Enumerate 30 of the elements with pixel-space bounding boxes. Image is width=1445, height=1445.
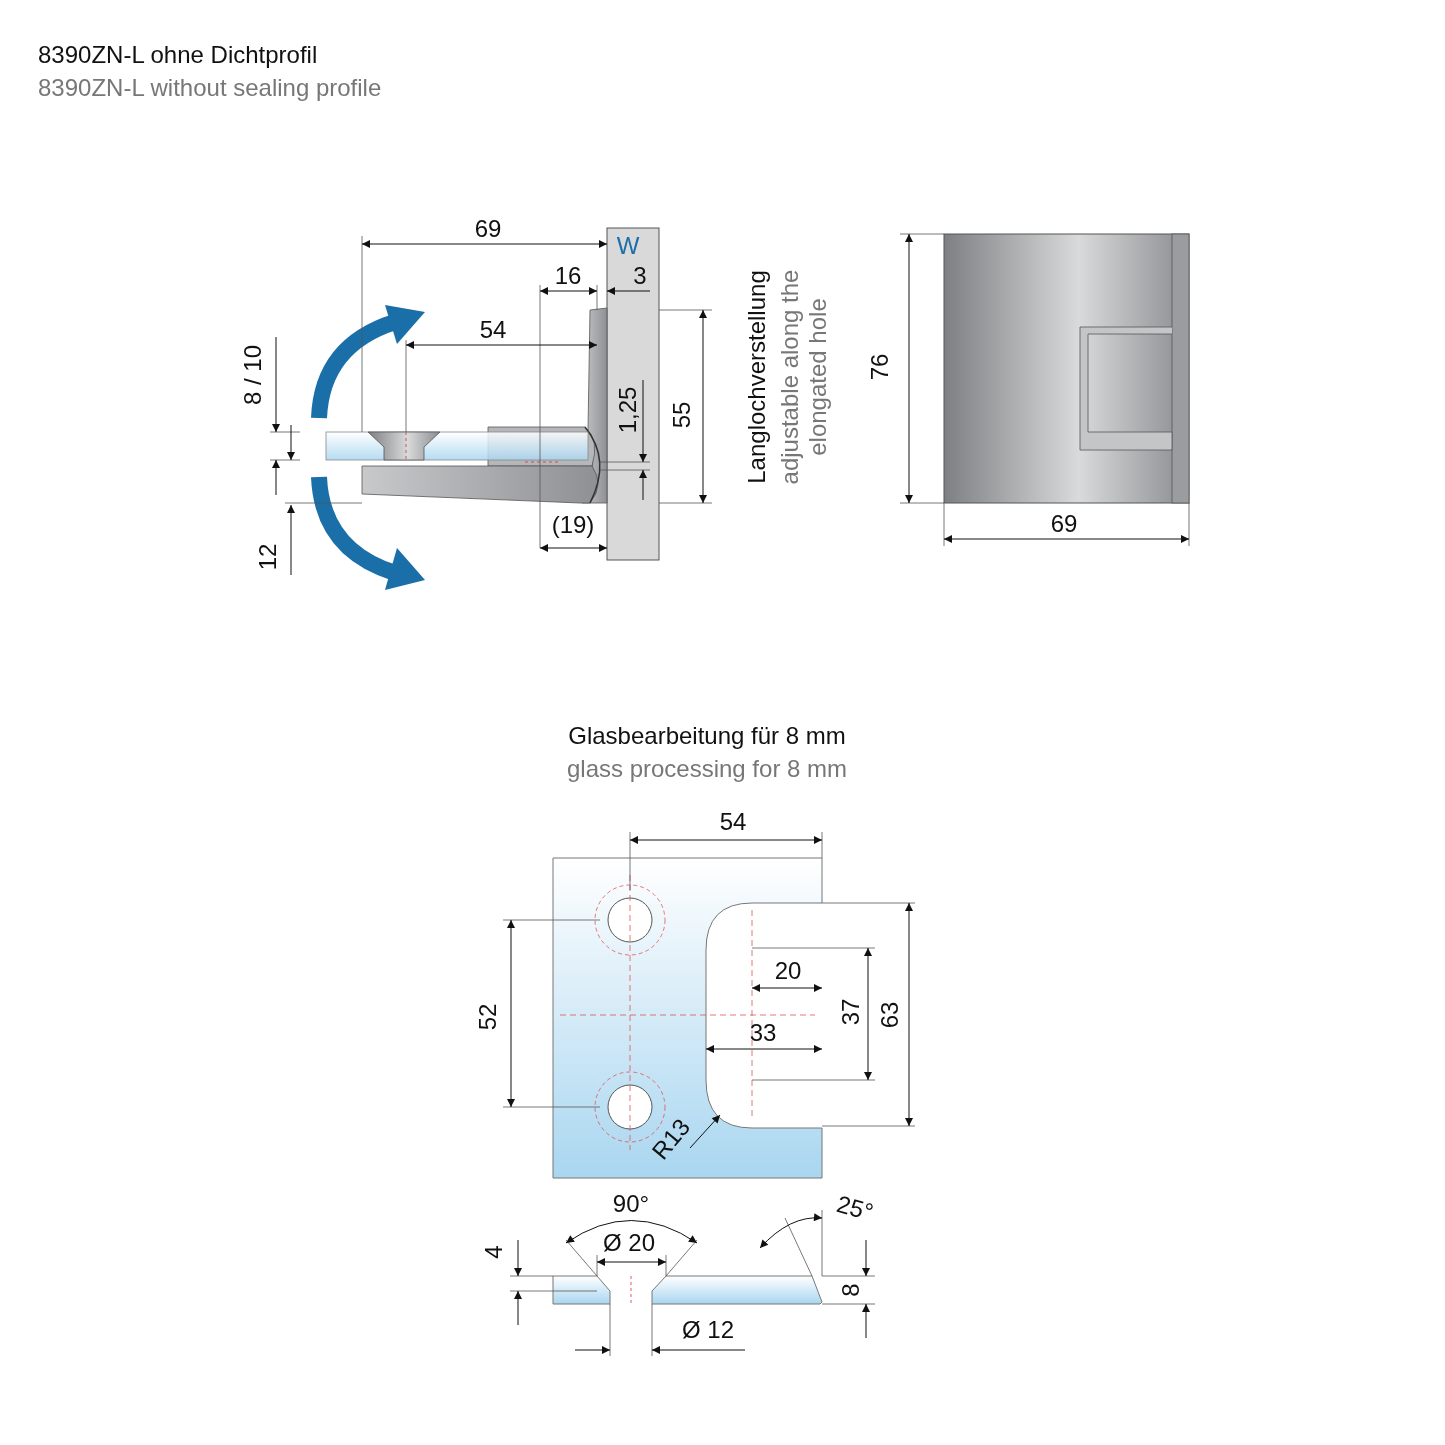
dimension-label: 69 <box>1050 510 1078 538</box>
dimension-label: 52 <box>474 1003 502 1031</box>
wall-marker: W <box>616 232 640 260</box>
dimension-label: 33 <box>749 1019 777 1047</box>
note-heading: Langlochverstellung <box>743 270 771 484</box>
dimension-label: 76 <box>866 353 894 381</box>
dimension-label: 3 <box>633 262 647 290</box>
section-heading: Glasbearbeitung für 8 mm <box>568 722 846 750</box>
dimension-label: 69 <box>474 215 502 243</box>
dimension-label: Ø 12 <box>682 1316 734 1344</box>
dimension-label: 37 <box>837 998 865 1026</box>
dimension-label: 20 <box>774 957 802 985</box>
dimension-label: 54 <box>719 808 747 836</box>
dimension-label: 1,25 <box>614 386 642 434</box>
dimension-label: 4 <box>480 1245 508 1259</box>
dimension-label: 16 <box>554 262 582 290</box>
dimension-label: 63 <box>876 1001 904 1029</box>
angle-label: 25° <box>833 1190 877 1226</box>
drawing-title: 8390ZN-L ohne Dichtprofil <box>38 41 318 69</box>
drawing-subtitle: 8390ZN-L without sealing profile <box>38 74 382 102</box>
dimension-label: 12 <box>254 543 282 571</box>
dimension-label: 8 <box>837 1283 865 1297</box>
note-text: adjustable along the elongated hole <box>776 268 832 487</box>
dimension-label: 54 <box>479 316 507 344</box>
dimension-label: Ø 20 <box>603 1229 655 1257</box>
dimension-label: 8 / 10 <box>239 345 267 405</box>
dimension-label: (19) <box>551 511 595 539</box>
dimension-label: 55 <box>668 401 696 429</box>
section-subheading: glass processing for 8 mm <box>566 755 848 783</box>
angle-label: 90° <box>612 1190 650 1218</box>
